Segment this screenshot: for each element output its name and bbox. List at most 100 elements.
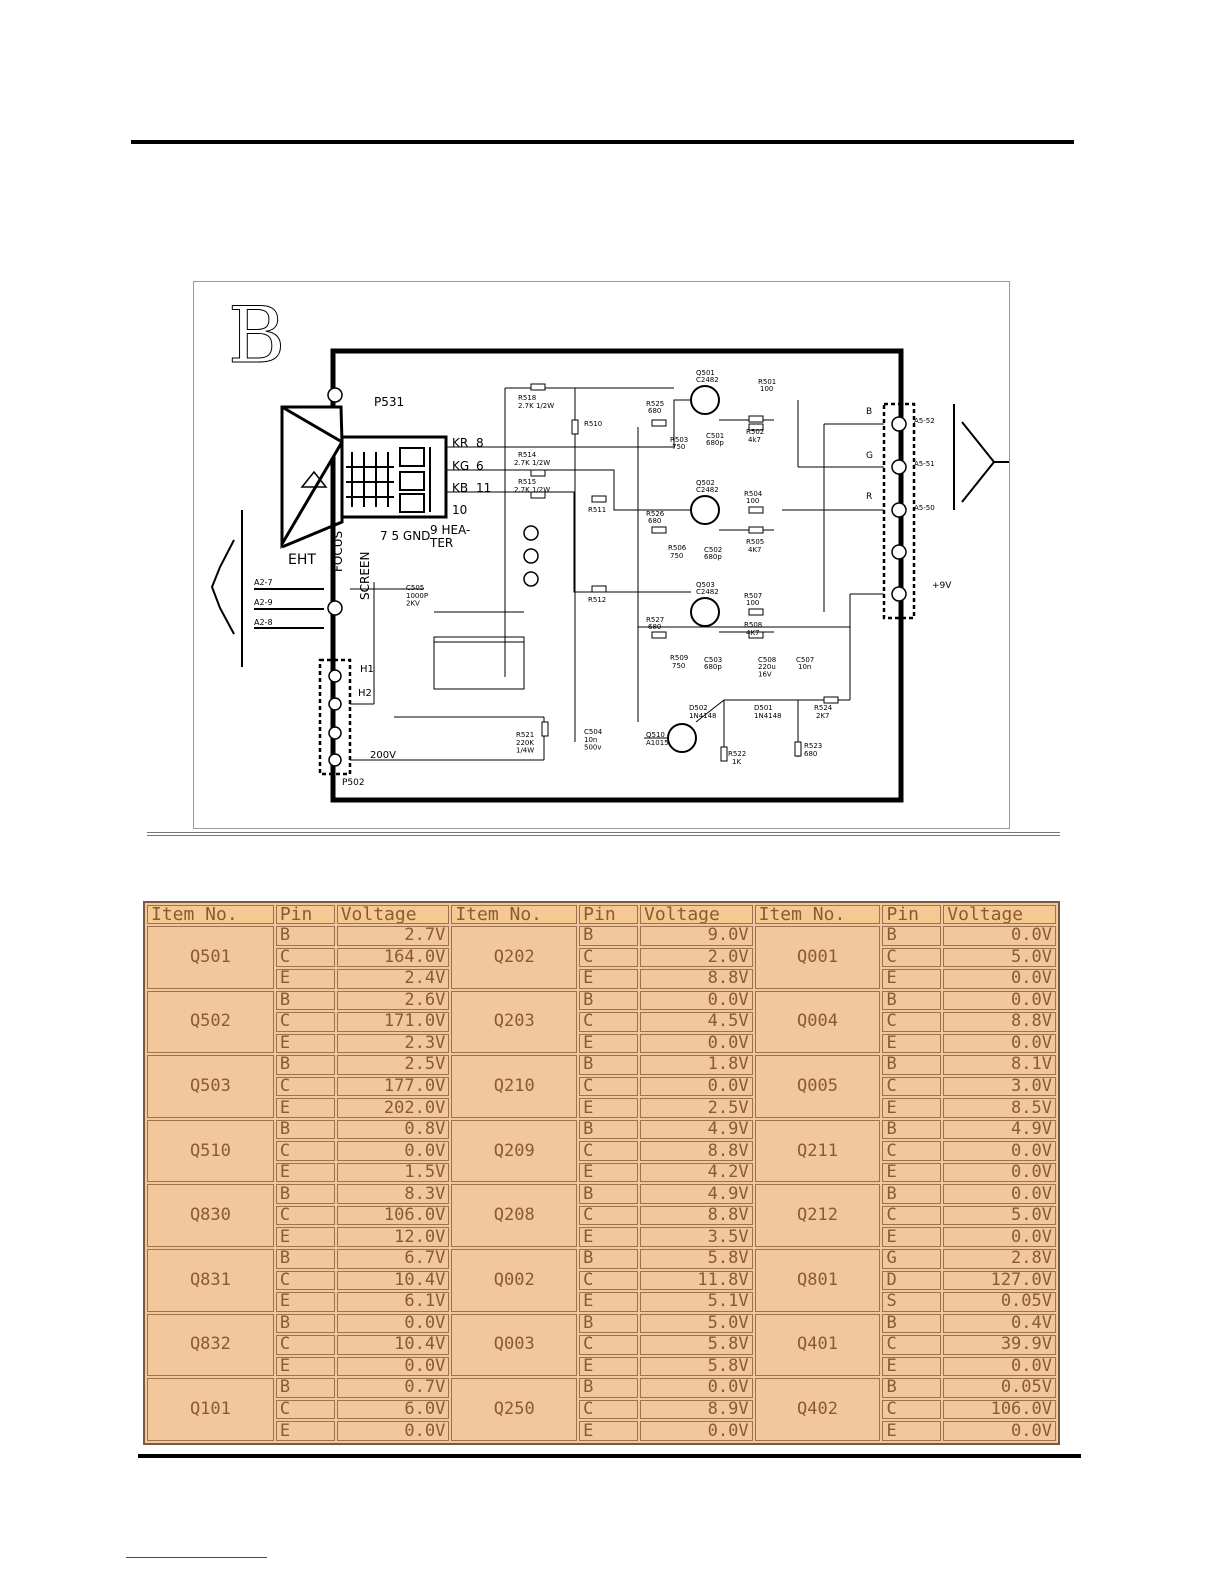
voltage-cell: 0.0V: [943, 1356, 1056, 1377]
voltage-cell: 0.0V: [639, 1421, 753, 1441]
voltage-cell: 0.0V: [943, 1184, 1056, 1204]
voltage-cell: 5.8V: [639, 1356, 753, 1377]
item-no-cell: Q211: [754, 1119, 881, 1183]
svg-text:2.7K 1/2W: 2.7K 1/2W: [514, 486, 550, 494]
voltage-cell: 177.0V: [336, 1076, 450, 1097]
svg-text:R507: R507: [744, 592, 762, 600]
voltage-cell: 0.05V: [943, 1292, 1056, 1312]
item-no-cell: Q208: [451, 1184, 578, 1247]
voltage-cell: 6.1V: [336, 1292, 450, 1312]
voltage-cell: 164.0V: [336, 947, 450, 968]
voltage-cell: 0.0V: [639, 1076, 753, 1097]
pin-cell: B: [579, 926, 638, 946]
voltage-cell: 5.0V: [943, 1205, 1056, 1226]
svg-text:680p: 680p: [704, 663, 722, 671]
voltage-cell: 0.0V: [639, 990, 753, 1011]
svg-text:R505: R505: [746, 538, 764, 546]
pin-cell: E: [579, 1227, 638, 1247]
pin-cell: C: [579, 1205, 638, 1226]
svg-text:680: 680: [648, 623, 661, 631]
svg-text:A5-50: A5-50: [914, 504, 935, 512]
pin-cell: E: [275, 969, 335, 989]
pin-cell: C: [882, 1399, 942, 1420]
pin-cell: E: [275, 1227, 335, 1247]
voltage-cell: 0.0V: [943, 926, 1056, 946]
item-no-cell: Q001: [754, 926, 881, 989]
svg-text:A2-9: A2-9: [254, 598, 273, 607]
svg-text:A2-7: A2-7: [254, 578, 273, 587]
pin-cell: E: [579, 1356, 638, 1377]
pin-cell: C: [275, 1399, 335, 1420]
voltage-table: Item No. Pin Voltage Item No. Pin Voltag…: [143, 901, 1060, 1445]
voltage-cell: 2.8V: [943, 1248, 1056, 1269]
pin-cell: C: [275, 947, 335, 968]
voltage-cell: 0.0V: [943, 1141, 1056, 1161]
svg-text:R: R: [866, 492, 872, 502]
voltage-cell: 10.4V: [336, 1270, 450, 1291]
svg-text:1N4148: 1N4148: [689, 712, 717, 720]
voltage-cell: 2.0V: [639, 947, 753, 968]
pin-cell: E: [882, 1356, 942, 1377]
pin-cell: C: [275, 1335, 335, 1355]
svg-text:Q510: Q510: [646, 731, 665, 739]
voltage-cell: 8.8V: [639, 969, 753, 989]
svg-text:R501: R501: [758, 378, 776, 386]
pin-cell: C: [882, 1076, 942, 1097]
pin-cell: E: [275, 1162, 335, 1183]
pin-cell: B: [579, 1378, 638, 1398]
pin-cell: B: [275, 1248, 335, 1269]
header-voltage: Voltage: [943, 905, 1056, 924]
svg-text:A5-51: A5-51: [914, 460, 935, 468]
pin-cell: E: [882, 1227, 942, 1247]
voltage-cell: 39.9V: [943, 1335, 1056, 1355]
pin-cell: B: [275, 1055, 335, 1075]
svg-text:4K7: 4K7: [748, 546, 762, 554]
svg-text:8: 8: [476, 436, 484, 450]
svg-text:680p: 680p: [706, 439, 724, 447]
item-no-cell: Q203: [451, 990, 578, 1054]
svg-text:KR: KR: [452, 436, 468, 450]
svg-text:D502: D502: [689, 704, 708, 712]
voltage-cell: 0.0V: [336, 1421, 450, 1441]
voltage-cell: 4.2V: [639, 1162, 753, 1183]
item-no-cell: Q210: [451, 1055, 578, 1118]
voltage-cell: 2.6V: [336, 990, 450, 1011]
item-no-cell: Q831: [147, 1248, 274, 1312]
svg-text:2K7: 2K7: [816, 712, 830, 720]
voltage-cell: 0.0V: [943, 1421, 1056, 1441]
pin-cell: B: [882, 926, 942, 946]
pin-cell: B: [579, 1248, 638, 1269]
svg-text:R504: R504: [744, 490, 763, 498]
voltage-cell: 0.0V: [336, 1141, 450, 1161]
pin-cell: B: [882, 1119, 942, 1140]
voltage-cell: 0.0V: [943, 969, 1056, 989]
pin-cell: C: [579, 1076, 638, 1097]
pin-cell: E: [579, 1098, 638, 1118]
svg-text:KB: KB: [452, 481, 468, 495]
pin-cell: E: [579, 1421, 638, 1441]
item-no-cell: Q401: [754, 1313, 881, 1377]
header-item-no: Item No.: [451, 905, 578, 924]
pin-cell: C: [579, 947, 638, 968]
voltage-cell: 9.0V: [639, 926, 753, 946]
svg-text:2.7K 1/2W: 2.7K 1/2W: [514, 459, 550, 467]
pin-cell: B: [579, 1119, 638, 1140]
voltage-cell: 11.8V: [639, 1270, 753, 1291]
pin-cell: E: [275, 1033, 335, 1054]
svg-text:100: 100: [746, 599, 759, 607]
voltage-cell: 202.0V: [336, 1098, 450, 1118]
svg-text:R525: R525: [646, 400, 664, 408]
voltage-cell: 0.8V: [336, 1119, 450, 1140]
pin-cell: E: [275, 1356, 335, 1377]
svg-text:1N4148: 1N4148: [754, 712, 782, 720]
header-voltage: Voltage: [336, 905, 450, 924]
header-pin: Pin: [579, 905, 638, 924]
